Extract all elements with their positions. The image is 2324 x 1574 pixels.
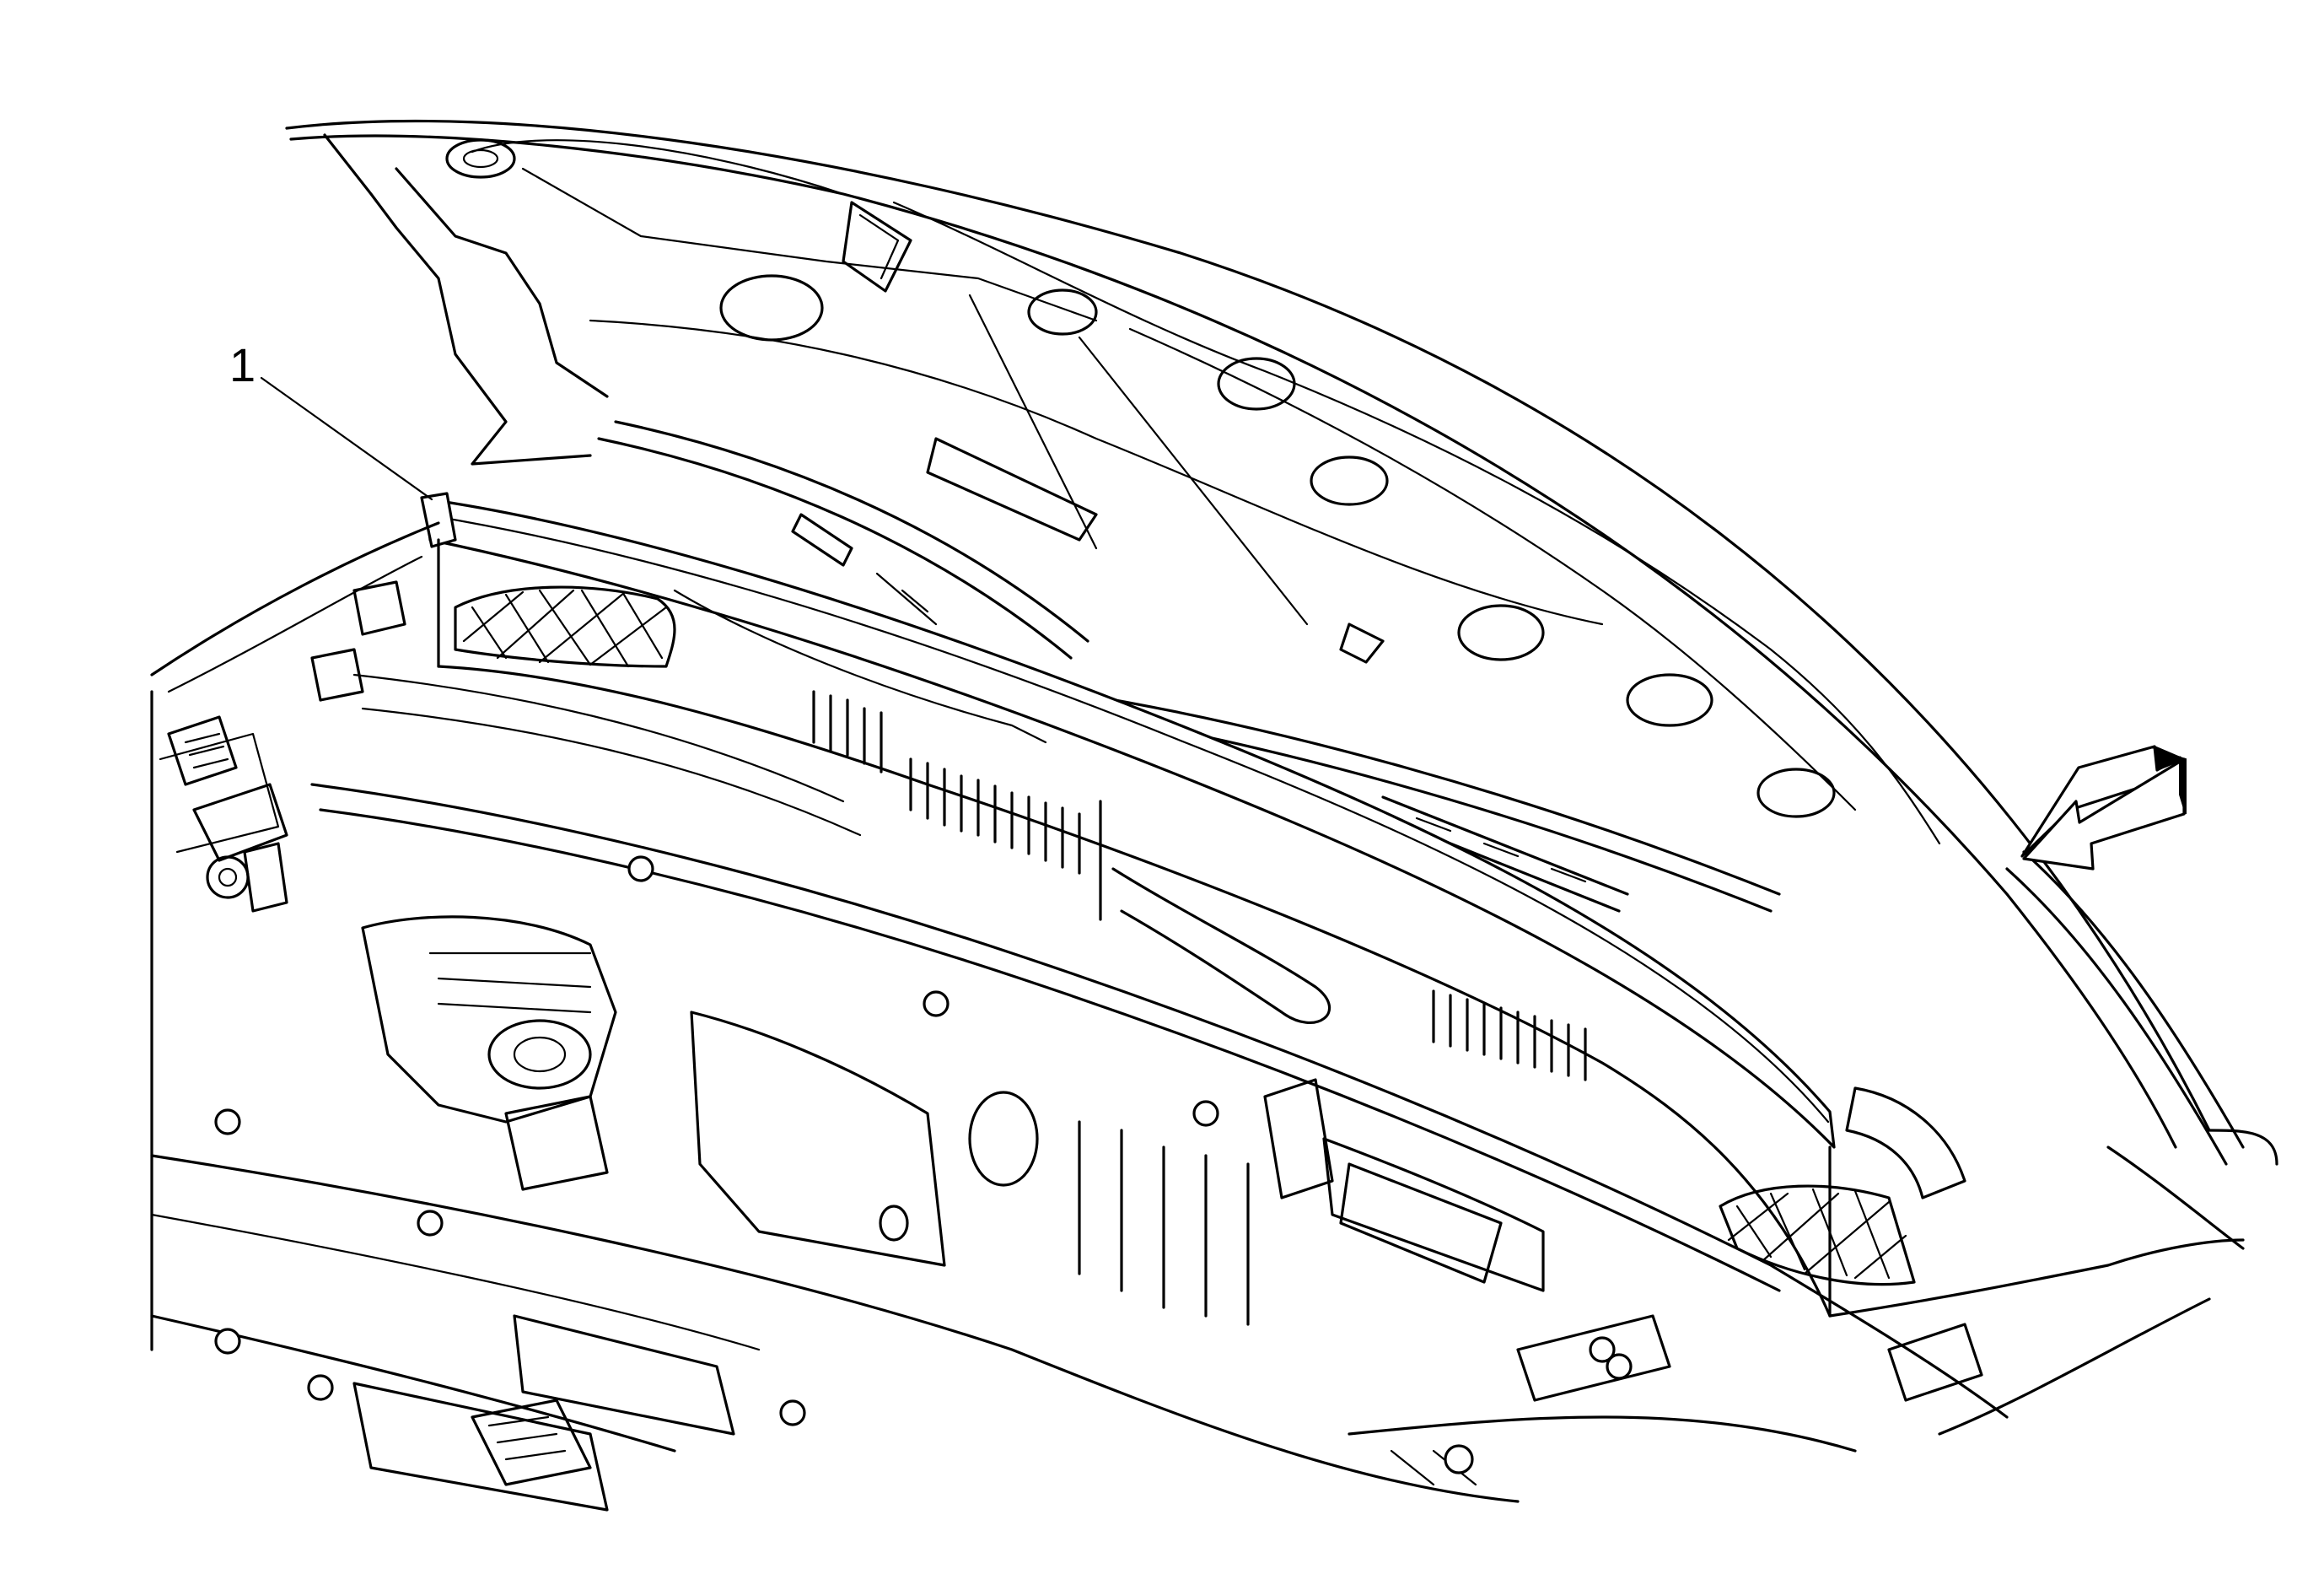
cowl-vent-slots-left bbox=[812, 690, 1102, 921]
cowl-left-mesh bbox=[462, 589, 668, 668]
callout-1-label: 1 bbox=[229, 338, 256, 391]
wiper-arm-left bbox=[597, 420, 1089, 660]
cowl-right-mesh bbox=[1727, 1188, 1907, 1280]
plenum-bolts bbox=[627, 855, 1616, 1363]
cowl-vent-slots-right bbox=[1432, 989, 1587, 1081]
engine-compartment bbox=[150, 521, 2278, 1512]
hood bbox=[285, 119, 2245, 1166]
callout-1: 1 bbox=[229, 338, 433, 501]
cowl-panel bbox=[420, 492, 1916, 1318]
direction-arrow-icon bbox=[2020, 745, 2187, 871]
